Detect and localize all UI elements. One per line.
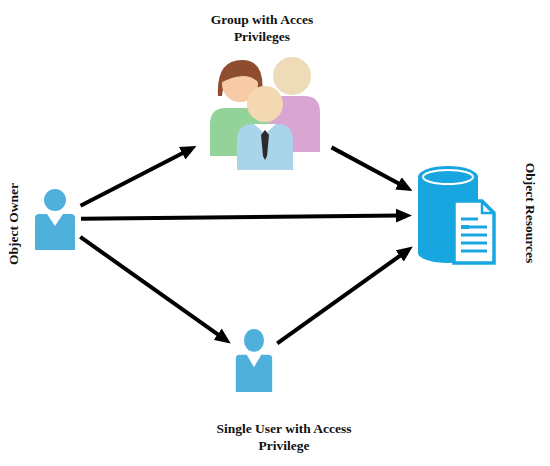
node-label: Object Owner — [5, 144, 22, 304]
node-label: Group with Acces Privileges — [197, 11, 327, 45]
database-icon — [416, 163, 498, 267]
arrow-connector — [80, 237, 221, 337]
user-node: Single User with Access Privilege — [234, 328, 274, 392]
group-icon — [200, 52, 328, 170]
arrow-connector — [81, 216, 400, 219]
node-label: Object Resources — [522, 123, 539, 303]
group-node: Group with Acces Privileges — [200, 52, 328, 170]
person-icon — [33, 188, 77, 250]
resource-node: Object Resources — [416, 163, 498, 267]
person-icon — [234, 328, 274, 392]
owner-node: Object Owner — [33, 188, 77, 250]
arrow-connector — [81, 151, 186, 205]
arrow-connector — [277, 254, 403, 344]
arrow-connector — [332, 147, 402, 185]
node-label: Single User with Access Privilege — [199, 420, 369, 454]
